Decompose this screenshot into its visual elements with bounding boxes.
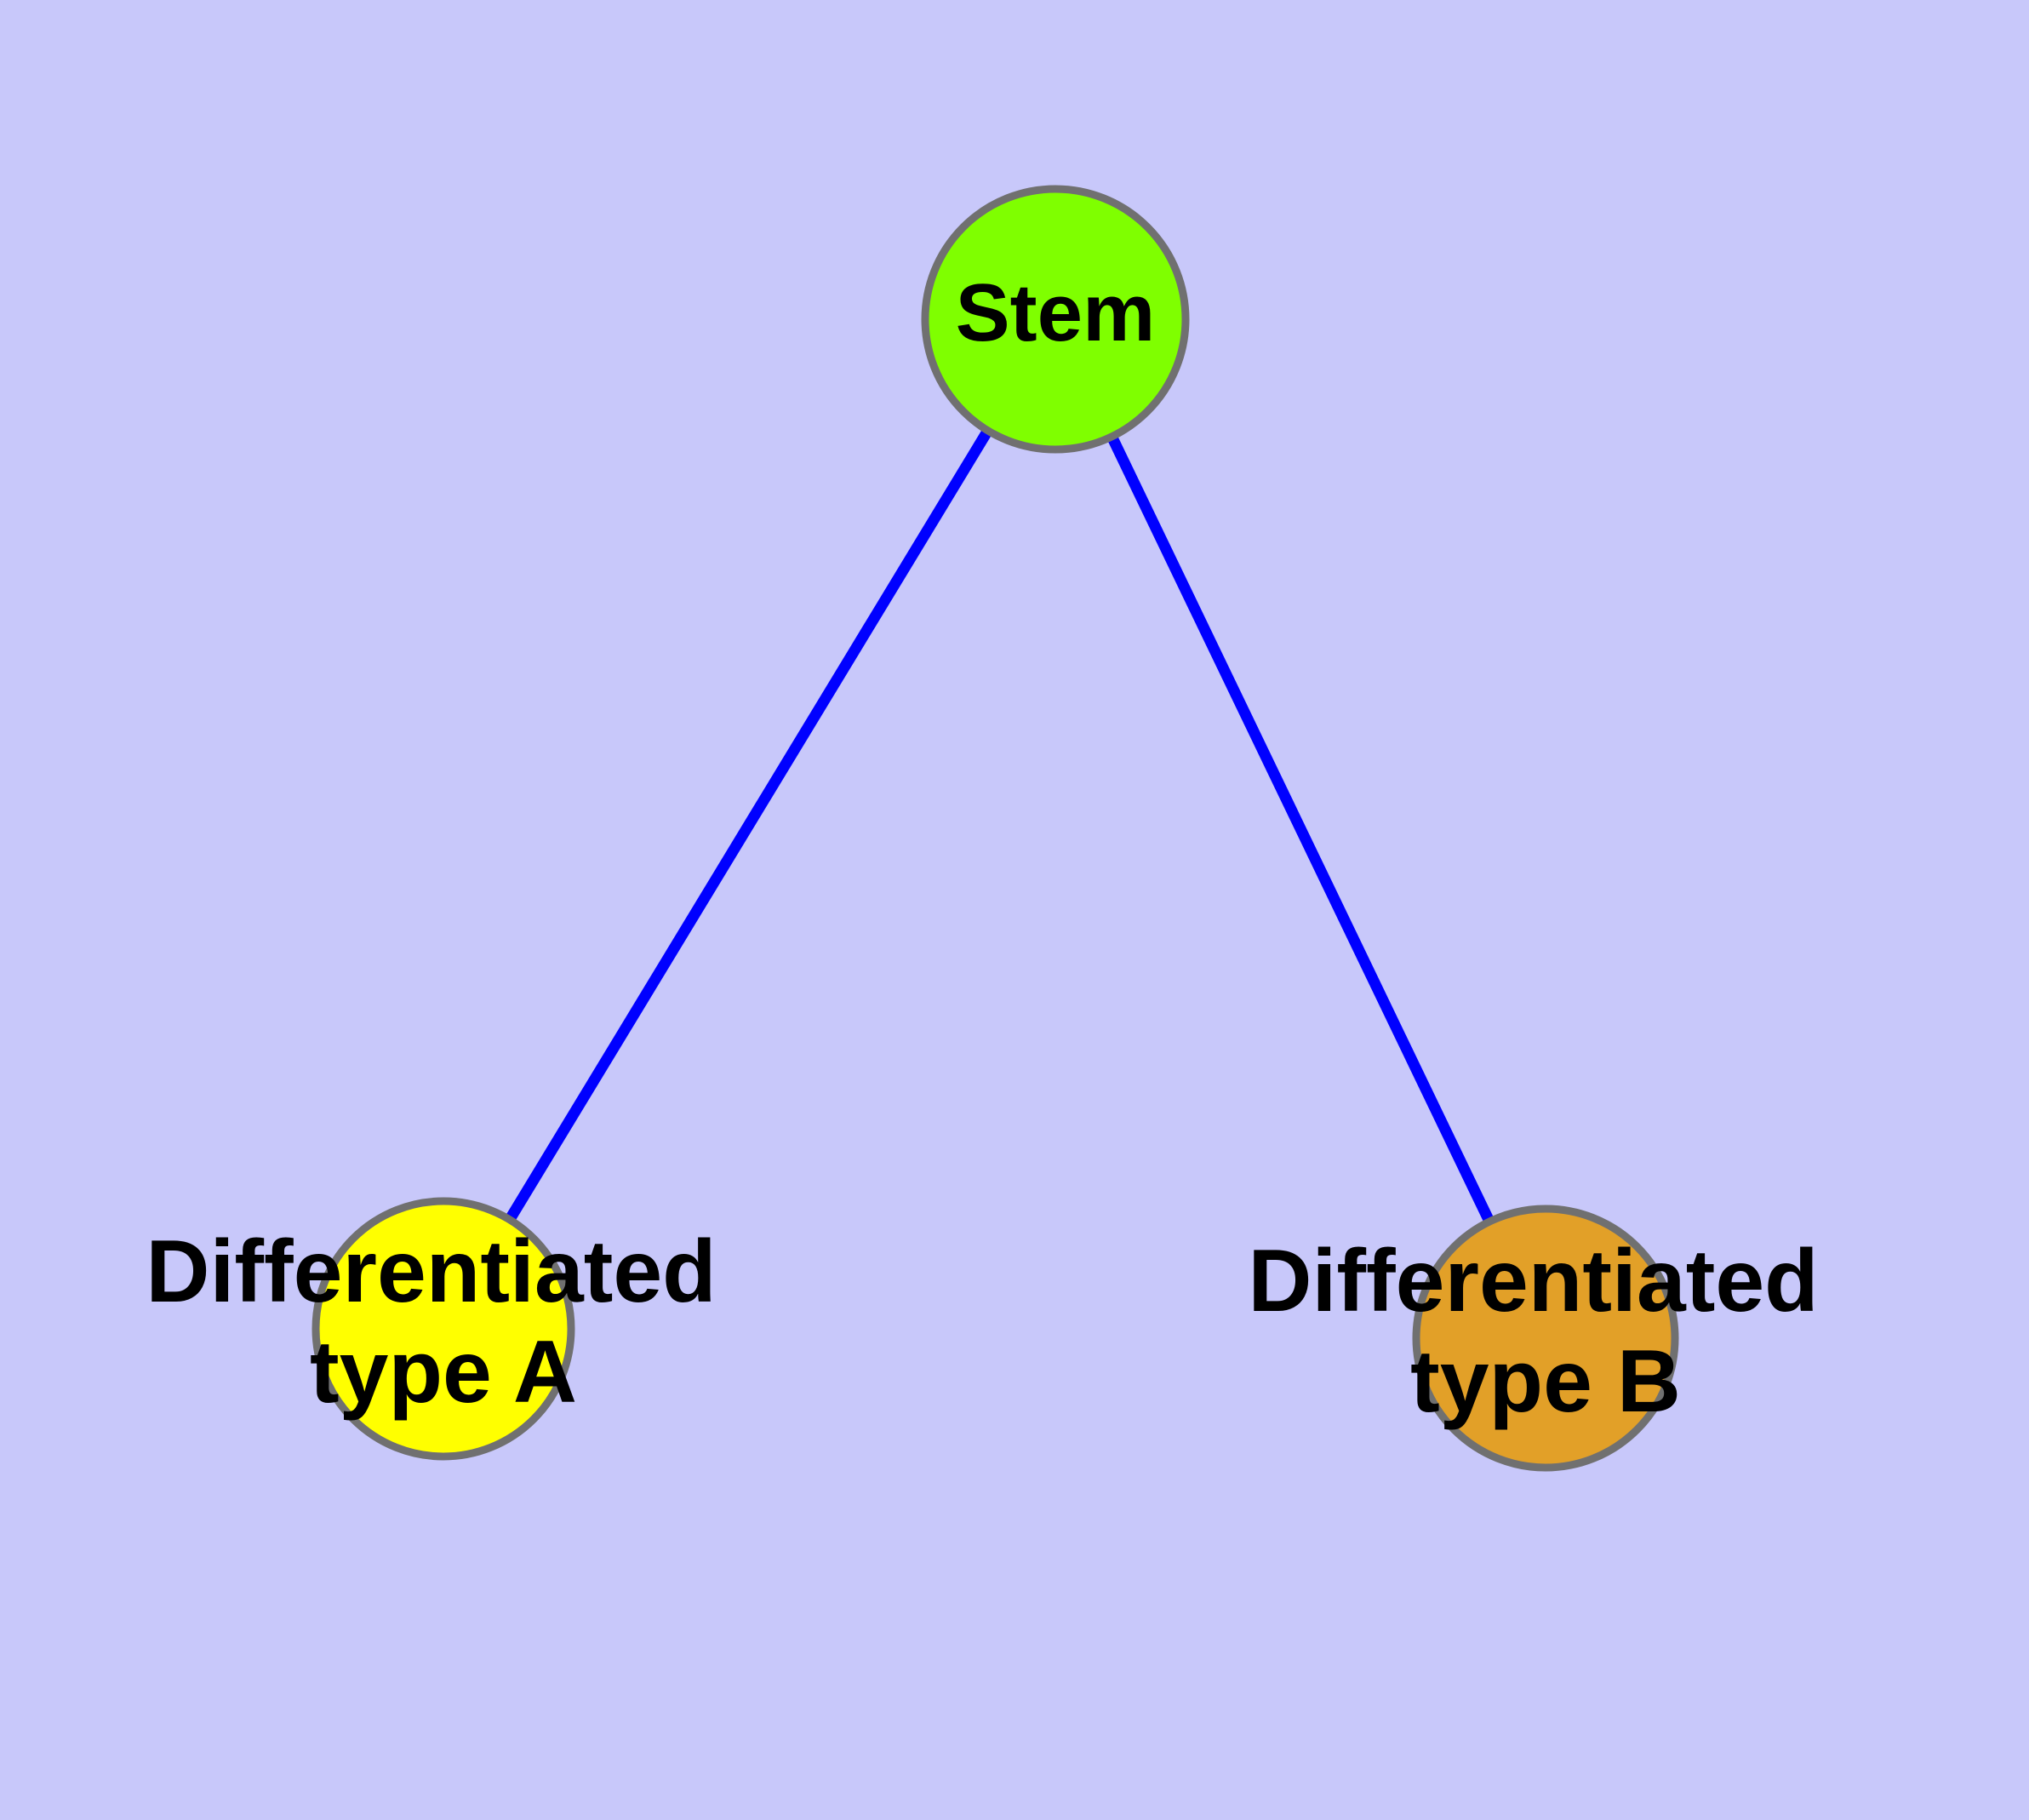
node-layer <box>311 185 1679 1472</box>
node-differentiated-a-label-line-2: type A <box>310 1323 577 1422</box>
node-stem-label-line-1: Stem <box>956 267 1156 358</box>
label-layer: Stem Differentiated type A Differentiate… <box>146 267 1843 1431</box>
node-differentiated-b-label: Differentiated type B <box>1248 1232 1843 1431</box>
edge-layer <box>506 429 1495 1223</box>
edge-stem-to-differentiated-a[interactable] <box>506 429 992 1222</box>
node-differentiated-b-circle[interactable] <box>1412 1205 1679 1472</box>
edge-stem-to-differentiated-b[interactable] <box>1107 435 1495 1223</box>
node-stem-label: Stem <box>956 267 1156 358</box>
node-differentiated-b-label-line-2: type B <box>1410 1332 1681 1431</box>
node-differentiated-a-circle[interactable] <box>311 1197 575 1461</box>
node-differentiated-a-label: Differentiated type A <box>146 1222 740 1422</box>
node-differentiated-a-label-line-1: Differentiated <box>146 1222 716 1321</box>
node-stem-circle[interactable] <box>921 185 1190 454</box>
node-differentiated-b-label-line-1: Differentiated <box>1248 1232 1818 1331</box>
